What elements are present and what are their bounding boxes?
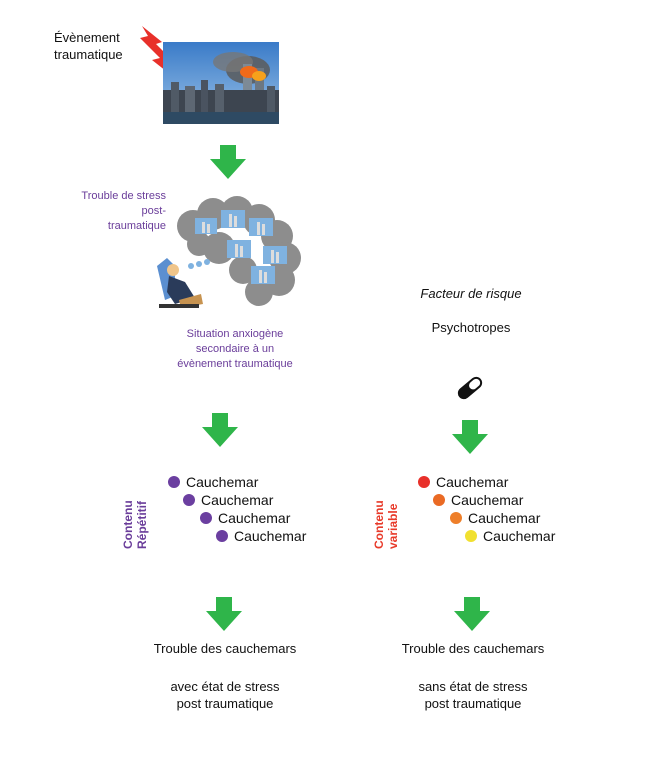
right-result-line2: sans état de stress (418, 679, 528, 694)
bullet-dot (183, 494, 195, 506)
ptsd-label: Trouble de stress post- traumatique (60, 189, 166, 234)
left-result-line3: post traumatique (176, 696, 274, 711)
bullet-dot (465, 530, 477, 542)
bullet-dot (200, 512, 212, 524)
right-content-label-line2: variable (386, 503, 400, 549)
right-result: Trouble des cauchemars sans état de stre… (383, 640, 563, 712)
bullet-dot (418, 476, 430, 488)
left-content-label-line2: Répétitif (135, 501, 149, 549)
situation-label: Situation anxiogène secondaire à un évèn… (160, 327, 310, 372)
situation-line1: Situation anxiogène (186, 328, 284, 340)
dreaming-person-illustration (155, 196, 305, 314)
bullet-dot (216, 530, 228, 542)
right-content-label-line1: Contenu (372, 500, 386, 549)
bullet-dot (450, 512, 462, 524)
left-content-label-line1: Contenu (121, 500, 135, 549)
pill-icon (454, 374, 486, 407)
list-item: Cauchemar (200, 509, 290, 527)
left-result: Trouble des cauchemars avec état de stre… (135, 640, 315, 712)
ptsd-label-line1: Trouble de stress post- (81, 190, 166, 217)
list-item: Cauchemar (216, 527, 306, 545)
right-result-line3: post traumatique (424, 696, 522, 711)
arrow-down-icon (202, 413, 238, 447)
twin-towers-photo (163, 42, 279, 124)
right-content-label: Contenu variable (372, 500, 400, 549)
bullet-dot (433, 494, 445, 506)
arrow-down-icon (454, 597, 490, 631)
event-label-line2: traumatique (54, 47, 123, 62)
arrow-down-icon (210, 145, 246, 179)
list-item: Cauchemar (433, 491, 523, 509)
ptsd-label-line2: traumatique (107, 220, 166, 232)
left-result-line2: avec état de stress (170, 679, 280, 694)
left-content-label: Contenu Répétitif (121, 500, 149, 549)
left-result-line1: Trouble des cauchemars (153, 641, 297, 656)
list-item: Cauchemar (465, 527, 555, 545)
event-label-line1: Évènement (54, 30, 120, 45)
situation-line3: évènement traumatique (177, 358, 293, 370)
situation-line2: secondaire à un (195, 343, 275, 355)
arrow-down-icon (206, 597, 242, 631)
right-result-line1: Trouble des cauchemars (401, 641, 545, 656)
event-label: Évènement traumatique (54, 29, 123, 63)
list-item: Cauchemar (450, 509, 540, 527)
risk-factor-value: Psychotropes (431, 320, 511, 335)
risk-factor-title: Facteur de risque (420, 286, 522, 301)
bullet-dot (168, 476, 180, 488)
list-item: Cauchemar (168, 473, 258, 491)
list-item: Cauchemar (183, 491, 273, 509)
arrow-down-icon (452, 420, 488, 454)
list-item: Cauchemar (418, 473, 508, 491)
